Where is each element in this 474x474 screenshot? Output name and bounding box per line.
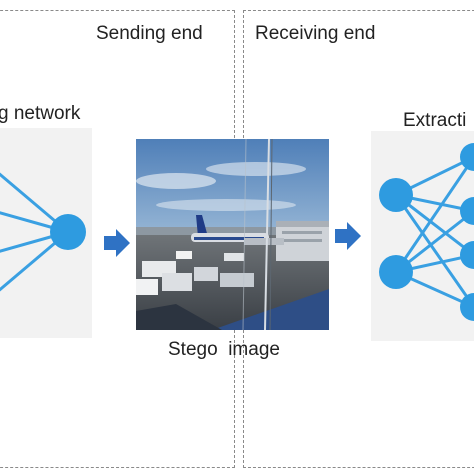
network-node	[50, 214, 86, 250]
embedding-network-label: g network	[0, 103, 81, 124]
embedding-network-panel	[0, 128, 92, 338]
network-node	[460, 197, 474, 225]
embedding-network-graph	[0, 172, 86, 292]
network-edge	[394, 194, 474, 308]
network-node	[379, 255, 413, 289]
network-node	[379, 178, 413, 212]
extraction-network-label: Extracti	[403, 110, 467, 131]
sending-end-label: Sending end	[96, 23, 203, 44]
arrow-right-icon	[104, 229, 130, 257]
network-edge	[394, 156, 474, 273]
extraction-network-panel	[371, 131, 474, 341]
stego-image-label: Stego image	[168, 339, 280, 360]
network-node	[460, 293, 474, 321]
extraction-network-graph	[379, 143, 474, 321]
network-node	[460, 143, 474, 171]
network-node	[460, 241, 474, 269]
arrow-right-icon	[335, 222, 361, 250]
receiving-end-label: Receiving end	[255, 23, 376, 44]
stego-image-photo	[136, 139, 329, 330]
